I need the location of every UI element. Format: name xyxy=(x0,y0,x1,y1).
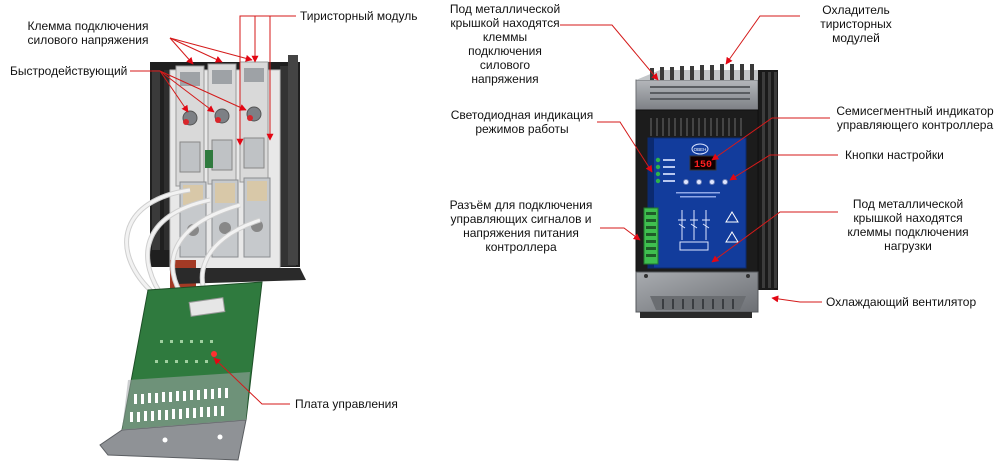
label-control-board: Плата управления xyxy=(295,397,398,411)
label-thyristor-module: Тиристорный модуль xyxy=(300,9,418,23)
leader-load-terminals xyxy=(711,211,838,263)
setting-buttons xyxy=(683,179,728,185)
leader-cooler xyxy=(725,15,800,65)
status-leds xyxy=(655,157,675,184)
cover-plate xyxy=(99,372,250,461)
panel-schematic xyxy=(678,210,710,251)
housing-vents xyxy=(650,118,742,136)
leader-power-terminal xyxy=(169,37,194,65)
leader-thyristor-3 xyxy=(251,15,296,63)
brand-logo-text: ОВЕН xyxy=(694,147,707,152)
leader-power-terminal-3 xyxy=(169,37,253,62)
seven-segment-display xyxy=(689,155,717,171)
warning-triangles xyxy=(725,211,739,243)
cooling-fan xyxy=(640,296,752,318)
label-seven-segment: Семисегментный индикатор управляющего ко… xyxy=(836,104,994,132)
leader-fast-3 xyxy=(159,70,247,111)
label-connector: Разъём для подключения управляющих сигна… xyxy=(449,198,593,254)
leader-power-terminal-2 xyxy=(169,37,223,63)
leader-control-board xyxy=(213,357,290,405)
label-led-modes: Светодиодная индикация режимов работы xyxy=(450,108,594,136)
leader-fan xyxy=(771,295,822,303)
leader-connector xyxy=(600,227,641,241)
thyristor-modules xyxy=(175,61,269,187)
leader-fast-2 xyxy=(159,70,215,113)
right-device xyxy=(635,64,778,318)
label-load-terminals: Под металлической крышкой находятся клем… xyxy=(847,197,969,253)
label-buttons: Кнопки настройки xyxy=(845,148,944,162)
leader-seven-segment xyxy=(711,117,830,161)
label-fan: Охлаждающий вентилятор xyxy=(826,295,977,309)
display-value: 150 xyxy=(694,160,712,171)
label-supply-terminals: Под металлической крышкой находятся клем… xyxy=(449,2,561,86)
brand-oval xyxy=(691,143,709,155)
label-fast-acting: Быстродействующий xyxy=(10,64,128,78)
terminal-block xyxy=(643,207,659,265)
leader-buttons xyxy=(729,154,838,181)
leader-led-modes xyxy=(597,121,653,173)
label-cooler: Охладитель тиристорных модулей xyxy=(820,3,892,45)
leader-lines xyxy=(130,15,838,405)
label-power-terminal: Клемма подключения силового напряжения xyxy=(27,19,149,47)
busbars xyxy=(179,177,271,258)
left-device xyxy=(99,55,306,461)
leader-supply-terminals xyxy=(560,24,659,81)
